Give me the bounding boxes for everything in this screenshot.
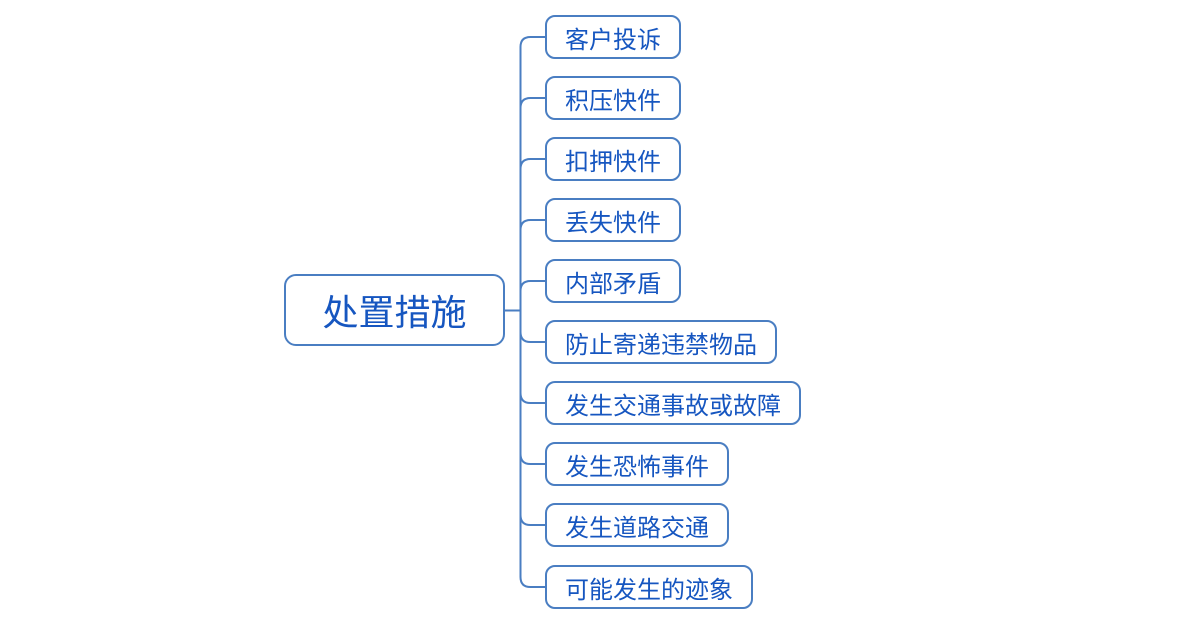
node-customer-complaints[interactable]: 客户投诉 (545, 15, 681, 59)
node-label: 积压快件 (565, 88, 661, 115)
branch-5 (519, 280, 545, 292)
node-label: 发生交通事故或故障 (565, 393, 781, 420)
branch-6 (519, 331, 545, 343)
node-label: 发生道路交通 (565, 515, 709, 542)
branch-3 (519, 158, 545, 170)
node-traffic-accident-or-breakdown[interactable]: 发生交通事故或故障 (545, 381, 801, 425)
branch-8 (519, 453, 545, 465)
node-internal-conflicts[interactable]: 内部矛盾 (545, 259, 681, 303)
node-detained-parcels[interactable]: 扣押快件 (545, 137, 681, 181)
node-label: 客户投诉 (565, 27, 661, 54)
node-lost-parcels[interactable]: 丢失快件 (545, 198, 681, 242)
branch-10 (519, 576, 545, 588)
node-label: 防止寄递违禁物品 (565, 332, 757, 359)
branch-9 (519, 514, 545, 526)
branch-1 (519, 36, 545, 48)
node-label: 发生恐怖事件 (565, 454, 709, 481)
branch-2 (519, 97, 545, 109)
root-node-label: 处置措施 (322, 293, 467, 333)
root-node-disposal-measures[interactable]: 处置措施 (284, 274, 505, 346)
node-terrorist-incident[interactable]: 发生恐怖事件 (545, 442, 729, 486)
node-label: 扣押快件 (565, 149, 661, 176)
node-prevent-prohibited-items[interactable]: 防止寄递违禁物品 (545, 320, 777, 364)
node-label: 可能发生的迹象 (565, 577, 733, 604)
branch-4 (519, 219, 545, 231)
branch-7 (519, 392, 545, 404)
node-possible-signs[interactable]: 可能发生的迹象 (545, 565, 753, 609)
node-label: 丢失快件 (565, 210, 661, 237)
node-label: 内部矛盾 (565, 271, 661, 298)
node-road-traffic[interactable]: 发生道路交通 (545, 503, 729, 547)
node-backlogged-parcels[interactable]: 积压快件 (545, 76, 681, 120)
